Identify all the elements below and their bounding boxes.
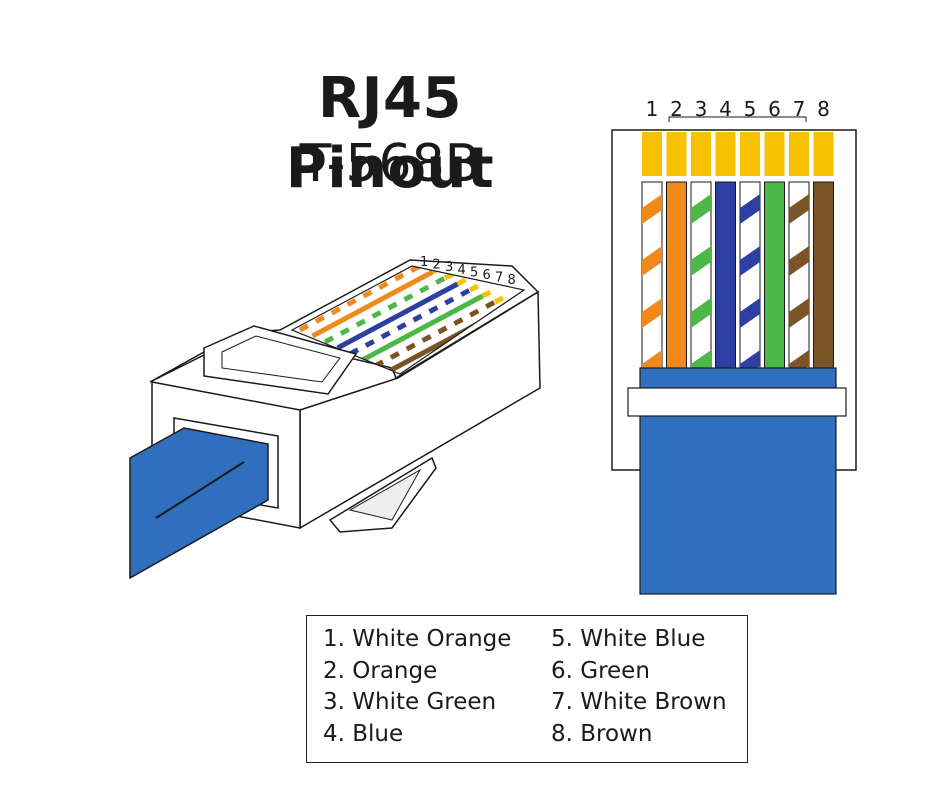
wire-3 [690, 181, 712, 380]
legend-item: 7. White Brown [551, 689, 727, 715]
plug-pin-number: 6 [483, 268, 491, 283]
plug-pin-number: 4 [458, 263, 466, 278]
plug-pin-number: 2 [433, 258, 441, 273]
wire-8 [813, 181, 834, 371]
wire-2 [666, 181, 687, 371]
legend-item: 2. Orange [323, 657, 438, 684]
wire-5 [739, 181, 761, 380]
plug-pin-number: 7 [495, 271, 503, 286]
legend-item: 8. Brown [551, 720, 653, 747]
front-pin-number: 1 [646, 97, 659, 121]
wire-1 [641, 181, 663, 380]
legend-column-left: 1. White Orange 2. Orange 3. White Green… [323, 624, 511, 750]
color-legend: 1. White Orange 2. Orange 3. White Green… [306, 615, 748, 763]
gold-contact [764, 132, 785, 176]
plug-front-view [611, 116, 857, 595]
plug-pin-number: 1 [420, 255, 428, 270]
gold-contact [666, 132, 687, 176]
plug-pin-number: 3 [445, 260, 453, 275]
front-pin-number: 8 [817, 97, 830, 121]
front-pin-number: 2 [670, 97, 683, 121]
wire-6 [764, 181, 785, 371]
gold-contact [642, 132, 662, 176]
wire-7 [788, 181, 810, 380]
front-pin-number: 5 [744, 97, 757, 121]
gold-contact [813, 132, 834, 176]
plug-wire [336, 281, 459, 351]
diagram-title: RJ45 Pinout [285, 66, 495, 201]
legend-item: 1. White Orange [323, 626, 512, 652]
colored-wires [641, 181, 834, 380]
gold-contact [691, 132, 711, 176]
plug-wire-channels [298, 266, 517, 374]
gold-contact [715, 132, 736, 176]
legend-item: 4. Blue [323, 720, 404, 747]
legend-item: 3. White Green [323, 689, 497, 715]
wire-4 [715, 181, 736, 371]
gold-contact [789, 132, 809, 176]
plug-cable [129, 427, 269, 580]
gold-contact [740, 132, 760, 176]
pin-number-bracket [668, 116, 807, 122]
legend-item: 6. Green [551, 657, 650, 684]
gold-contacts [642, 132, 834, 176]
legend-column-right: 5. White Blue 6. Green 7. White Brown 8.… [551, 624, 727, 750]
plug-wire [311, 269, 434, 339]
plug-wire [361, 293, 484, 363]
plug-pin-number: 8 [508, 273, 516, 288]
plug-pin-number: 5 [470, 265, 478, 280]
front-view-clamp [627, 387, 847, 417]
legend-item: 5. White Blue [551, 626, 706, 652]
front-pin-number: 7 [793, 97, 806, 121]
plug-3d [129, 259, 541, 580]
diagram-subtitle: T-568B [299, 134, 481, 194]
front-pin-number: 6 [768, 97, 781, 121]
front-pin-number: 3 [695, 97, 708, 121]
front-pin-number: 4 [719, 97, 732, 121]
